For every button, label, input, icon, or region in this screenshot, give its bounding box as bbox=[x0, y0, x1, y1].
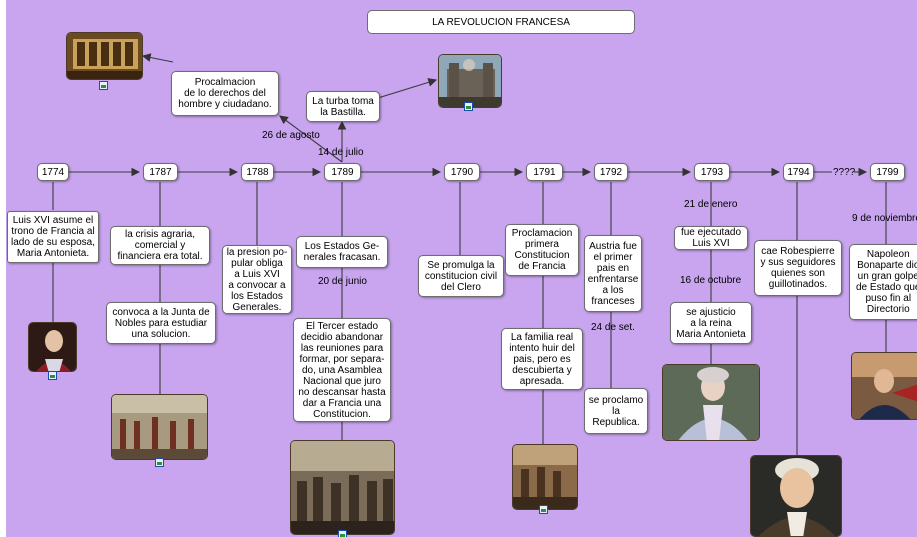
year-1789[interactable]: 1789 bbox=[324, 163, 361, 181]
note-marie-antoinette[interactable]: se ajusticio a la reina Maria Antonieta bbox=[670, 302, 752, 344]
date-label-jul14: 14 de julio bbox=[318, 147, 364, 158]
date-label-jan21: 21 de enero bbox=[684, 199, 738, 210]
year-1793[interactable]: 1793 bbox=[694, 163, 730, 181]
picture-icon bbox=[48, 371, 57, 380]
printing-press-picture bbox=[67, 33, 142, 79]
nobles-picture bbox=[112, 395, 207, 459]
note-civil-constitution[interactable]: Se promulga la constitucion civil del Cl… bbox=[418, 255, 504, 297]
note-robespierre[interactable]: cae Robespierre y sus seguidores quienes… bbox=[754, 240, 842, 296]
note-austria-war[interactable]: Austria fue el primer pais en enfrentars… bbox=[584, 235, 642, 312]
year-1788[interactable]: 1788 bbox=[241, 163, 274, 181]
image-napoleon[interactable] bbox=[851, 352, 917, 420]
marie-antoinette-picture bbox=[663, 365, 759, 440]
note-estados-generales[interactable]: Los Estados Ge- nerales fracasan. bbox=[296, 236, 388, 268]
date-label-nov9: 9 de noviembre bbox=[852, 213, 917, 224]
note-junta-nobles[interactable]: convoca a la Junta de Nobles para estudi… bbox=[106, 302, 216, 344]
royal-family-picture bbox=[513, 445, 577, 509]
image-assembly-nobles[interactable] bbox=[111, 394, 208, 460]
note-napoleon[interactable]: Napoleon Bonaparte dio un gran golpe de … bbox=[849, 244, 917, 320]
date-label-sep24: 24 de set. bbox=[591, 322, 635, 333]
image-marie-antoinette[interactable] bbox=[662, 364, 760, 441]
date-label-oct16: 16 de octubre bbox=[680, 275, 742, 286]
left-frame-edge bbox=[0, 0, 6, 537]
note-royal-family[interactable]: La familia real intento huir del pais, p… bbox=[501, 328, 583, 390]
date-label-unknown: ???? bbox=[833, 167, 856, 178]
year-1791[interactable]: 1791 bbox=[526, 163, 563, 181]
image-louis-xvi-portrait[interactable] bbox=[28, 322, 77, 372]
note-tercer-estado[interactable]: El Tercer estado decidio abandonar las r… bbox=[293, 318, 391, 422]
picture-icon bbox=[464, 102, 473, 111]
year-1792[interactable]: 1792 bbox=[594, 163, 628, 181]
image-robespierre[interactable] bbox=[750, 455, 842, 537]
year-1787[interactable]: 1787 bbox=[143, 163, 178, 181]
image-printing-press[interactable] bbox=[66, 32, 143, 80]
image-tennis-court-oath[interactable] bbox=[290, 440, 395, 535]
note-louis-throne[interactable]: Luis XVI asume el trono de Francia al la… bbox=[7, 211, 99, 263]
note-bastilla[interactable]: La turba toma la Bastilla. bbox=[306, 91, 380, 122]
year-1794[interactable]: 1794 bbox=[783, 163, 814, 181]
note-louis-executed[interactable]: fue ejecutado Luis XVI bbox=[674, 226, 748, 250]
date-label-jun20: 20 de junio bbox=[318, 276, 367, 287]
picture-icon bbox=[338, 530, 347, 537]
year-1790[interactable]: 1790 bbox=[444, 163, 480, 181]
map-title: LA REVOLUCION FRANCESA bbox=[367, 10, 635, 34]
napoleon-picture bbox=[852, 353, 917, 419]
year-1774[interactable]: 1774 bbox=[37, 163, 69, 181]
louis-portrait-picture bbox=[29, 323, 76, 371]
picture-icon bbox=[539, 505, 548, 514]
note-proclamation-rights[interactable]: Procalmacion de lo derechos del hombre y… bbox=[171, 71, 279, 116]
note-popular-pressure[interactable]: la presion po- pular obliga a Luis XVI a… bbox=[222, 245, 292, 314]
year-1799[interactable]: 1799 bbox=[870, 163, 905, 181]
image-bastille[interactable] bbox=[438, 54, 502, 108]
note-first-constitution[interactable]: Proclamacion primera Constitucion de Fra… bbox=[505, 224, 579, 276]
note-crisis[interactable]: la crisis agraria, comercial y financier… bbox=[110, 226, 210, 265]
bastille-picture bbox=[439, 55, 501, 107]
picture-icon bbox=[99, 81, 108, 90]
oath-picture bbox=[291, 441, 394, 534]
picture-icon bbox=[155, 458, 164, 467]
image-royal-family[interactable] bbox=[512, 444, 578, 510]
robespierre-picture bbox=[751, 456, 841, 536]
note-republic[interactable]: se proclamo la Republica. bbox=[584, 388, 648, 434]
date-label-aug26: 26 de agosto bbox=[262, 130, 320, 141]
